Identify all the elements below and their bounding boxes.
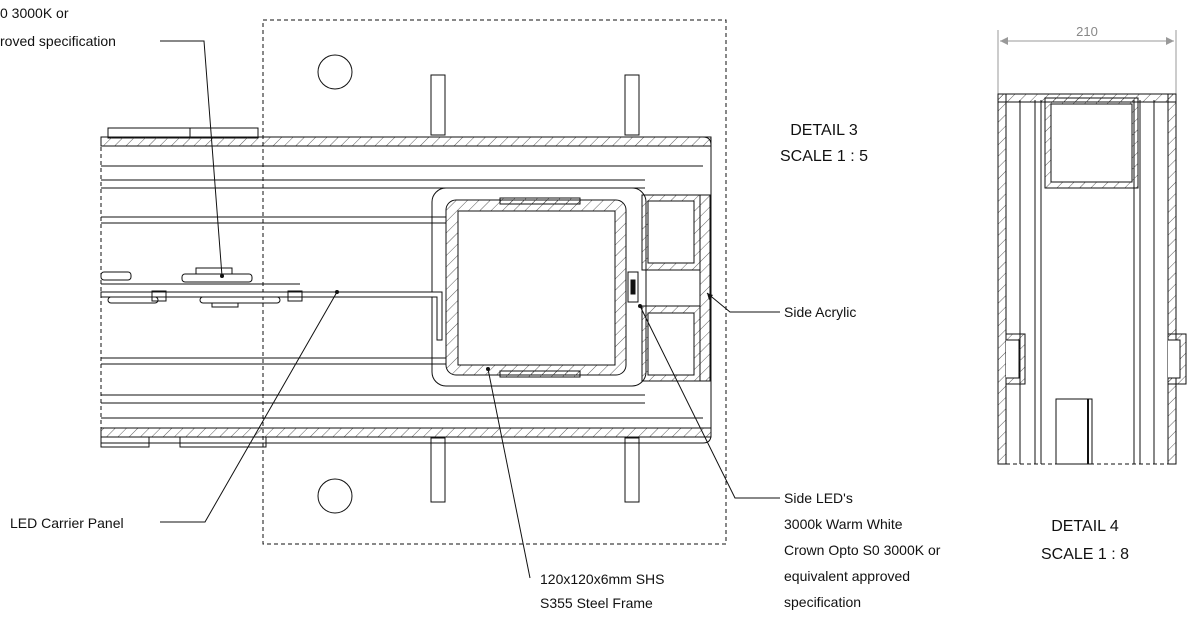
detail-4-view: [997, 30, 1187, 465]
mounting-plate-outline: [262, 19, 727, 545]
callout-side-leds-line4: equivalent approved: [784, 568, 910, 584]
stud-bottom-right: [624, 437, 640, 503]
detail-4-scale: SCALE 1 : 8: [1041, 546, 1129, 563]
callout-side-acrylic: Side Acrylic: [784, 304, 856, 320]
callout-side-leds-line1: Side LED's: [784, 490, 853, 506]
detail-3-title: DETAIL 3: [790, 122, 858, 139]
side-acrylic-panel: [699, 194, 711, 382]
callout-shs-line1: 120x120x6mm SHS: [540, 571, 665, 587]
callout-led-carrier: LED Carrier Panel: [10, 515, 124, 531]
shs-frame-inner: [457, 210, 616, 366]
callout-side-leds-line5: specification: [784, 594, 861, 610]
callout-top-left-line1: 0 3000K or: [0, 5, 69, 21]
bolt-hole-bottom: [317, 478, 353, 514]
shs-frame-outer-clearance: [431, 187, 647, 387]
detail-3-scale: SCALE 1 : 5: [780, 148, 868, 165]
bottom-channel-hatch: [100, 427, 712, 438]
callout-side-leds-line2: 3000k Warm White: [784, 516, 903, 532]
side-led-strip: [627, 271, 639, 303]
stud-bottom-left: [430, 437, 446, 503]
top-channel-hatch: [100, 136, 712, 147]
leader-lines: [160, 40, 780, 579]
callout-shs-line2: S355 Steel Frame: [540, 595, 653, 611]
callout-top-left-line2: roved specification: [0, 33, 116, 49]
bolt-hole-top: [317, 54, 353, 90]
detail-4-title: DETAIL 4: [1051, 518, 1119, 535]
stud-top-left: [430, 74, 446, 136]
detail-3-view: [100, 19, 727, 545]
detail-4-lower-block: [1055, 398, 1093, 465]
stud-top-right: [624, 74, 640, 136]
callout-side-leds-line3: Crown Opto S0 3000K or: [784, 542, 941, 558]
detail-4-dimension: 210: [1076, 24, 1098, 39]
led-module: [181, 273, 253, 283]
outer-profile: [101, 136, 712, 444]
